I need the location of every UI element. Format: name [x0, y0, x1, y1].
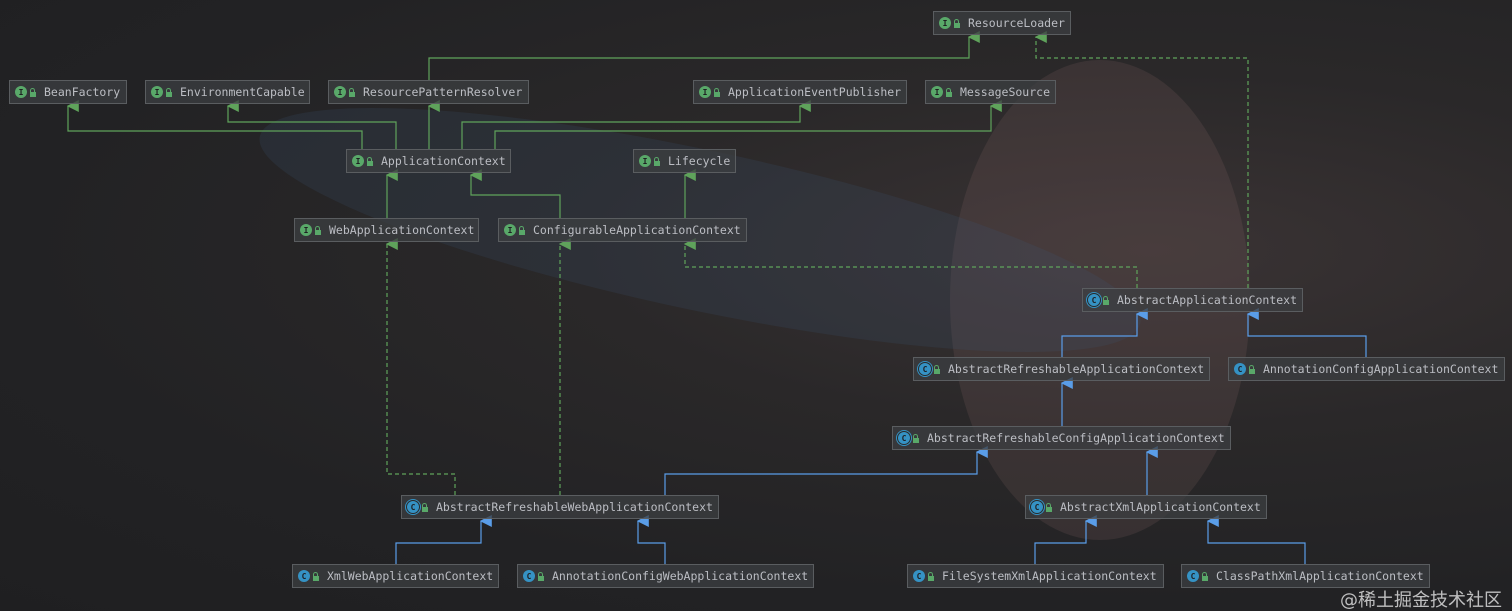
lock-icon — [954, 18, 960, 28]
node-resource-loader[interactable]: I ResourceLoader — [933, 11, 1071, 35]
lock-icon — [1046, 502, 1052, 512]
lock-icon — [714, 87, 720, 97]
node-xml-web-application-context[interactable]: C XmlWebApplicationContext — [292, 564, 499, 588]
edge-rpr-resourceloader — [428, 31, 980, 80]
lock-icon — [30, 87, 36, 97]
abstract-class-icon: C — [1088, 294, 1100, 306]
lock-icon — [913, 433, 919, 443]
node-abstract-refreshable-application-context[interactable]: C AbstractRefreshableApplicationContext — [913, 357, 1210, 381]
watermark: @稀土掘金技术社区 — [1340, 590, 1502, 611]
edge-appctx-messagesource — [494, 100, 1002, 149]
lock-icon — [538, 571, 544, 581]
lock-icon — [928, 571, 934, 581]
node-label: BeanFactory — [44, 85, 121, 99]
edge-aac-resourceloader — [1034, 31, 1249, 288]
edge-xmlweb-arwac — [395, 515, 492, 564]
lock-icon — [1103, 295, 1109, 305]
node-abstract-application-context[interactable]: C AbstractApplicationContext — [1082, 288, 1303, 312]
node-label: AnnotationConfigApplicationContext — [1263, 362, 1499, 376]
node-label: ClassPathXmlApplicationContext — [1216, 569, 1424, 583]
node-abstract-refreshable-config-application-context[interactable]: C AbstractRefreshableConfigApplicationCon… — [892, 426, 1231, 450]
interface-icon: I — [639, 155, 651, 167]
node-lifecycle[interactable]: I Lifecycle — [633, 149, 736, 173]
node-label: ResourceLoader — [968, 16, 1065, 30]
lock-icon — [166, 87, 172, 97]
edge-acac-aac — [1246, 308, 1367, 357]
node-label: Lifecycle — [668, 154, 731, 168]
interface-icon: I — [300, 224, 312, 236]
node-label: ResourcePatternResolver — [363, 85, 523, 99]
node-environment-capable[interactable]: I EnvironmentCapable — [145, 80, 310, 104]
node-label: AbstractXmlApplicationContext — [1060, 500, 1261, 514]
node-label: ApplicationEventPublisher — [728, 85, 902, 99]
interface-icon: I — [699, 86, 711, 98]
edge-cpxac-axac — [1206, 515, 1306, 564]
node-annotation-config-web-application-context[interactable]: C AnnotationConfigWebApplicationContext — [517, 564, 814, 588]
lock-icon — [349, 87, 355, 97]
abstract-class-icon: C — [407, 501, 419, 513]
node-label: AbstractRefreshableApplicationContext — [948, 362, 1205, 376]
edge-aac-configappctx — [683, 238, 1138, 288]
class-icon: C — [1234, 363, 1246, 375]
interface-icon: I — [352, 155, 364, 167]
edge-arwac-webappctx — [385, 238, 456, 495]
interface-icon: I — [939, 17, 951, 29]
edge-arwac-arcac — [664, 446, 988, 495]
lock-icon — [315, 225, 321, 235]
edge-annoweb-arwac — [636, 515, 666, 564]
lock-icon — [934, 364, 940, 374]
node-label: XmlWebApplicationContext — [327, 569, 494, 583]
node-abstract-xml-application-context[interactable]: C AbstractXmlApplicationContext — [1025, 495, 1267, 519]
edge-fsxac-axac — [1034, 515, 1097, 564]
node-application-event-publisher[interactable]: I ApplicationEventPublisher — [693, 80, 907, 104]
edge-appctx-beanfactory — [66, 100, 363, 149]
interface-icon: I — [15, 86, 27, 98]
edge-appctx-envcapable — [226, 100, 397, 149]
lock-icon — [422, 502, 428, 512]
node-file-system-xml-application-context[interactable]: C FileSystemXmlApplicationContext — [907, 564, 1164, 588]
node-label: MessageSource — [960, 85, 1051, 99]
abstract-class-icon: C — [919, 363, 931, 375]
edge-configappctx-appctx — [469, 169, 561, 218]
node-label: ApplicationContext — [381, 154, 506, 168]
class-icon: C — [523, 570, 535, 582]
interface-icon: I — [931, 86, 943, 98]
node-label: FileSystemXmlApplicationContext — [942, 569, 1157, 583]
lock-icon — [313, 571, 319, 581]
node-bean-factory[interactable]: I BeanFactory — [9, 80, 127, 104]
class-icon: C — [913, 570, 925, 582]
lock-icon — [519, 225, 525, 235]
node-label: AbstractApplicationContext — [1117, 293, 1298, 307]
lock-icon — [1249, 364, 1255, 374]
node-annotation-config-application-context[interactable]: C AnnotationConfigApplicationContext — [1228, 357, 1505, 381]
node-application-context[interactable]: I ApplicationContext — [346, 149, 511, 173]
lock-icon — [654, 156, 660, 166]
abstract-class-icon: C — [898, 432, 910, 444]
node-class-path-xml-application-context[interactable]: C ClassPathXmlApplicationContext — [1181, 564, 1430, 588]
node-message-source[interactable]: I MessageSource — [925, 80, 1056, 104]
node-web-application-context[interactable]: I WebApplicationContext — [294, 218, 479, 242]
interface-icon: I — [151, 86, 163, 98]
node-resource-pattern-resolver[interactable]: I ResourcePatternResolver — [328, 80, 529, 104]
node-label: AnnotationConfigWebApplicationContext — [552, 569, 809, 583]
interface-icon: I — [334, 86, 346, 98]
abstract-class-icon: C — [1031, 501, 1043, 513]
node-label: AbstractRefreshableConfigApplicationCont… — [927, 431, 1225, 445]
node-label: EnvironmentCapable — [180, 85, 305, 99]
node-abstract-refreshable-web-application-context[interactable]: C AbstractRefreshableWebApplicationContex… — [401, 495, 719, 519]
class-icon: C — [1187, 570, 1199, 582]
lock-icon — [367, 156, 373, 166]
edge-arac-aac — [1061, 308, 1148, 357]
class-icon: C — [298, 570, 310, 582]
lock-icon — [946, 87, 952, 97]
edge-appctx-aep — [461, 100, 811, 149]
node-label: WebApplicationContext — [329, 223, 475, 237]
node-label: ConfigurableApplicationContext — [533, 223, 741, 237]
lock-icon — [1202, 571, 1208, 581]
interface-icon: I — [504, 224, 516, 236]
node-label: AbstractRefreshableWebApplicationContext — [436, 500, 713, 514]
node-configurable-application-context[interactable]: I ConfigurableApplicationContext — [498, 218, 747, 242]
